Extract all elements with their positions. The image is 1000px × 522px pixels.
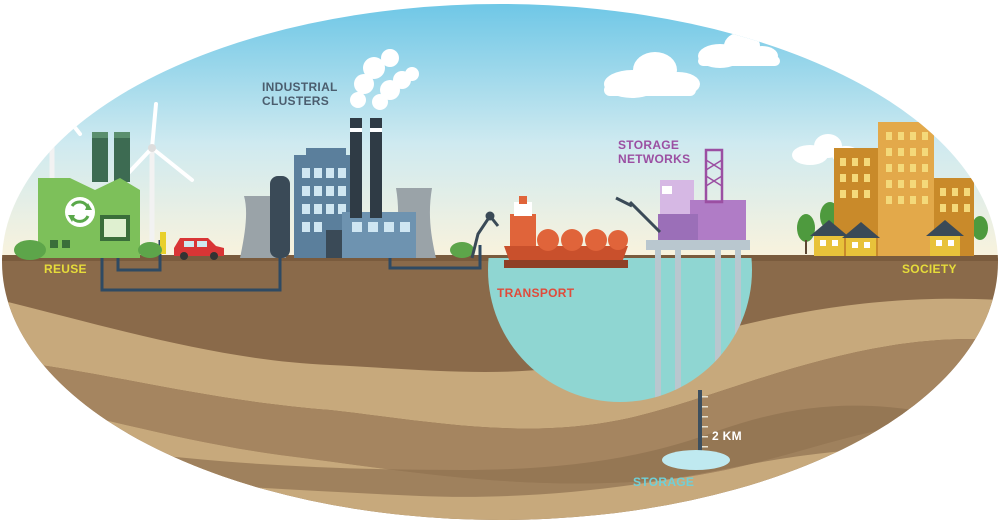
label-society: SOCIETY bbox=[902, 262, 957, 276]
oil-platform-icon bbox=[615, 148, 750, 250]
office-building-icon bbox=[834, 122, 974, 256]
chimney-icon bbox=[350, 118, 382, 218]
injection-well bbox=[698, 390, 708, 454]
factory-icon bbox=[294, 148, 416, 258]
label-industrial-line1: INDUSTRIAL bbox=[262, 80, 338, 94]
recycle-icon bbox=[65, 197, 95, 227]
label-transport: TRANSPORT bbox=[497, 286, 575, 300]
label-storage-networks: STORAGE NETWORKS bbox=[618, 138, 718, 166]
charging-post bbox=[160, 232, 166, 254]
wind-turbine-icon bbox=[118, 102, 194, 243]
label-storage-networks-line1: STORAGE bbox=[618, 138, 680, 152]
crane-icon bbox=[470, 211, 500, 259]
label-reuse: REUSE bbox=[44, 262, 87, 276]
platform-legs bbox=[655, 250, 741, 400]
cloud-icon bbox=[604, 52, 700, 98]
house-icon bbox=[810, 220, 964, 256]
silo bbox=[270, 176, 290, 258]
ground-layer-light bbox=[2, 298, 998, 429]
label-depth: 2 KM bbox=[712, 429, 742, 443]
label-industrial-clusters: INDUSTRIAL CLUSTERS bbox=[262, 80, 372, 108]
ground-layer-dark-band bbox=[2, 405, 998, 497]
bush bbox=[14, 240, 474, 260]
car-icon bbox=[174, 238, 224, 260]
label-industrial-line2: CLUSTERS bbox=[262, 94, 330, 108]
ship-icon bbox=[504, 196, 628, 268]
label-storage: STORAGE bbox=[633, 475, 695, 489]
cloud-icon bbox=[698, 32, 780, 68]
label-storage-networks-line2: NETWORKS bbox=[618, 152, 691, 166]
storage-reservoir bbox=[662, 450, 730, 470]
smoke bbox=[350, 49, 419, 110]
